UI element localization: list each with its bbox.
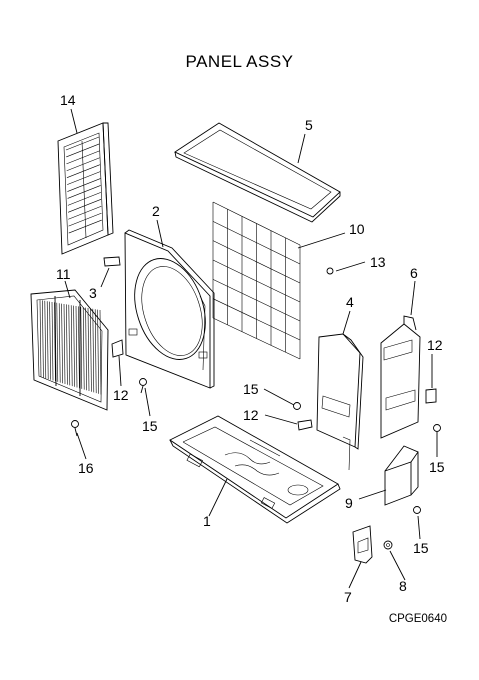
screw-15-mid <box>293 402 301 410</box>
callout-numbers: 14 5 2 10 13 6 11 3 4 12 15 12 12 15 15 … <box>56 92 445 605</box>
callout-12-mid: 12 <box>243 407 259 423</box>
screw-15-bottom <box>413 506 421 514</box>
screw-15-right <box>433 424 441 432</box>
clip-12-mid <box>297 419 313 431</box>
callout-6: 6 <box>410 265 418 281</box>
callout-16: 16 <box>78 460 94 476</box>
callout-10: 10 <box>349 221 365 237</box>
part-7-valve-cover <box>352 525 373 564</box>
callout-8: 8 <box>399 578 407 594</box>
callout-11: 11 <box>56 266 71 282</box>
clip-12-left <box>111 339 124 358</box>
callout-15-bottom: 15 <box>413 540 429 556</box>
part-6-rear-panel <box>380 315 421 439</box>
drawing-code: CPGE0640 <box>388 613 447 625</box>
callout-4: 4 <box>346 294 354 310</box>
callout-7: 7 <box>344 589 352 605</box>
callout-12-left: 12 <box>113 387 129 403</box>
callout-15-mid: 15 <box>243 381 259 397</box>
callout-12-right: 12 <box>427 337 443 353</box>
callout-5: 5 <box>305 117 313 133</box>
screw-15-left <box>139 378 147 394</box>
part-14-side-grille <box>57 122 114 255</box>
callout-13: 13 <box>370 254 386 270</box>
part-10-wire-guard <box>212 201 301 360</box>
part-2-front-panel <box>124 229 215 389</box>
callout-14: 14 <box>60 92 76 108</box>
part-5-top-panel <box>174 122 341 223</box>
screw-13 <box>326 267 334 275</box>
callout-9: 9 <box>345 495 353 511</box>
screw-8 <box>383 540 393 550</box>
callout-1: 1 <box>203 513 211 529</box>
part-9-bracket <box>384 445 419 506</box>
diagram-title: PANEL ASSY <box>185 52 294 71</box>
callout-15-right: 15 <box>429 459 445 475</box>
callout-3: 3 <box>89 285 97 301</box>
part-11-front-grille <box>30 289 109 411</box>
part-3-label <box>103 256 121 267</box>
callout-2: 2 <box>152 203 160 219</box>
screw-16 <box>71 420 79 437</box>
clip-12-right <box>425 388 437 404</box>
callout-15-left: 15 <box>142 418 158 434</box>
part-4-side-panel <box>316 333 364 471</box>
leader-lines <box>64 108 438 589</box>
part-1-base-pan <box>169 415 341 524</box>
